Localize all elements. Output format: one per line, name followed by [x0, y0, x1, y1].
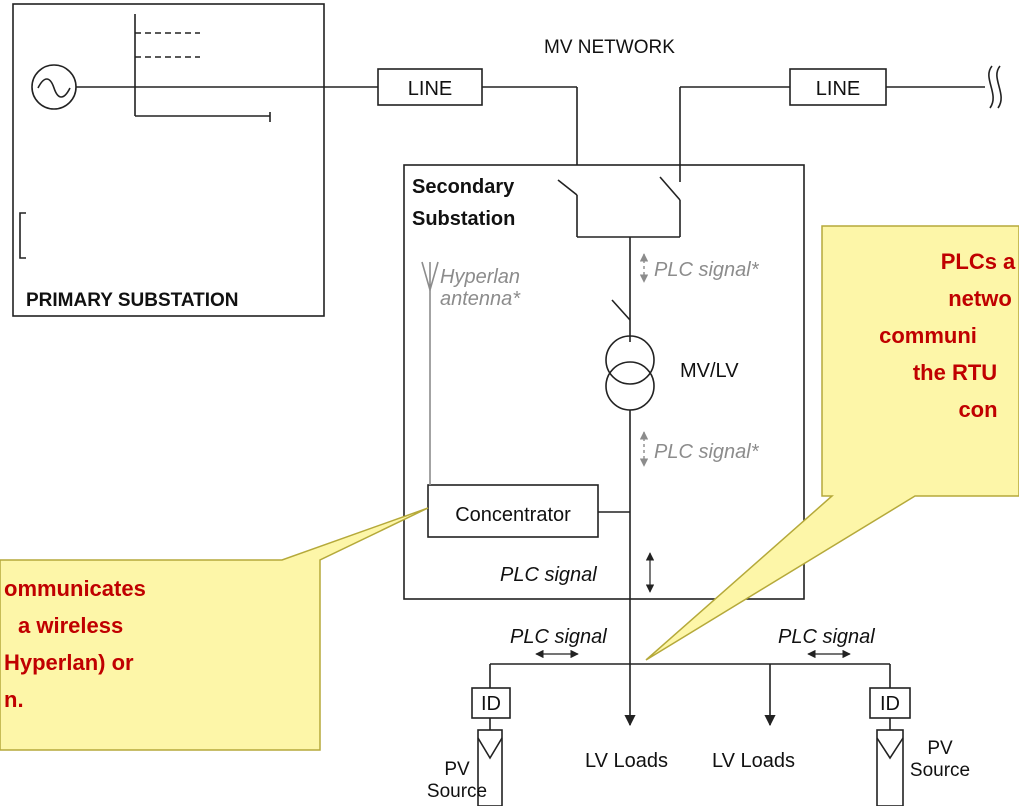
pv-symbol-right [876, 737, 904, 760]
pv-label-left-1: PV [444, 759, 470, 780]
mv-switch [611, 299, 631, 321]
hyperlan-label-2: antenna* [440, 288, 521, 310]
line-label-right: LINE [816, 78, 860, 100]
callout-left [0, 507, 429, 751]
break-symbol-icon [988, 65, 1002, 109]
concentrator-label: Concentrator [455, 504, 571, 526]
callout-right [645, 225, 1019, 661]
line-label-left: LINE [408, 78, 452, 100]
transformer-label: MV/LV [680, 360, 739, 382]
plc-signal-star-top-label: PLC signal* [654, 259, 760, 281]
pv-panel-left [477, 729, 503, 806]
transformer-coil-top [605, 335, 655, 385]
bracket-mark [19, 212, 26, 259]
plc-signal-left-label: PLC signal [510, 626, 607, 648]
callout-right-line-1: PLCs a [941, 249, 1016, 274]
switch-right [659, 176, 681, 201]
callout-left-line-4: n. [4, 687, 24, 712]
primary-substation-box [12, 3, 325, 317]
pv-label-left-2: Source [427, 781, 487, 802]
pv-symbol-left [477, 737, 503, 760]
lv-loads-label-1: LV Loads [585, 750, 668, 772]
concentrator-box [427, 484, 599, 538]
mv-network-label: MV NETWORK [544, 37, 675, 58]
id-label-left: ID [481, 693, 501, 715]
id-box-left [471, 687, 511, 719]
lv-loads-label-2: LV Loads [712, 750, 795, 772]
plc-signal-box-label: PLC signal [500, 564, 597, 586]
callout-right-line-3: communi [879, 323, 977, 348]
plc-signal-star-mid-label: PLC signal* [654, 441, 760, 463]
callout-right-line-5: con [958, 397, 997, 422]
secondary-label-2: Substation [412, 208, 515, 230]
callout-right-line-4: the RTU [913, 360, 997, 385]
pv-label-right-1: PV [927, 738, 953, 759]
callout-left-line-1: ommunicates [4, 576, 146, 601]
sine-wave-icon [37, 78, 71, 98]
primary-substation-label: PRIMARY SUBSTATION [26, 290, 239, 311]
callout-left-line-3: Hyperlan) or [4, 650, 134, 675]
plc-signal-right-label: PLC signal [778, 626, 875, 648]
pv-panel-right [876, 729, 904, 806]
id-label-right: ID [880, 693, 900, 715]
transformer-coil-bottom [605, 361, 655, 411]
secondary-label-1: Secondary [412, 176, 515, 198]
pv-label-right-2: Source [910, 760, 970, 781]
callout-left-line-2: a wireless [18, 613, 123, 638]
antenna-icon [421, 261, 439, 293]
switch-left [557, 179, 578, 196]
callout-right-line-2: netwo [948, 286, 1012, 311]
hyperlan-label-1: Hyperlan [440, 266, 520, 288]
secondary-substation-box [403, 164, 805, 600]
